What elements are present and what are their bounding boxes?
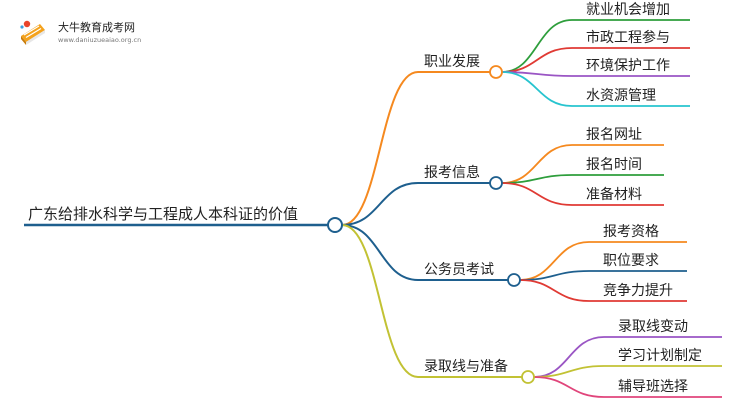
branch-4-child-1-label: 录取线变动 [618,319,688,335]
branch-4-child-1-connector [533,336,605,378]
watermark-title: 大牛教育成考网 [58,21,135,34]
watermark-url: www.daniuzueaiao.org.cn [58,36,142,44]
branch-2-node-toggle[interactable] [489,176,503,190]
root-label: 广东给排水科学与工程成人本科证的价值 [28,205,298,223]
branch-4-label: 录取线与准备 [424,358,508,375]
branch-1-child-3-label: 环境保护工作 [586,58,670,74]
branch-2-label: 报考信息 [424,164,480,181]
branch-3-node-toggle[interactable] [507,273,521,287]
branch-1-child-2-label: 市政工程参与 [586,29,670,46]
branch-3-child-1-connector [519,241,590,281]
branch-3-child-3-connector [519,279,590,302]
branch-2-child-3-label: 准备材料 [586,186,642,203]
branch-2-child-1-label: 报名网址 [586,127,642,143]
branch-3-child-1-label: 报考资格 [603,224,659,240]
book-logo-icon [20,20,45,45]
branch-2-child-2-label: 报名时间 [586,157,642,173]
branch-1-child-1-label: 就业机会增加 [586,2,670,18]
branch-2-child-1-connector [501,144,573,184]
branch-1-child-4-label: 水资源管理 [586,88,656,104]
branch-1-child-4-connector [501,71,573,107]
branch-2-child-2-connector [501,174,573,184]
root-node-toggle[interactable] [327,217,343,233]
branch-4-connector [341,224,419,378]
branch-1-connector [341,71,419,226]
branch-3-connector [341,224,419,281]
branch-4-child-3-connector [533,376,605,398]
branch-3-label: 公务员考试 [424,262,494,278]
mindmap-nodes: 广东给排水科学与工程成人本科证的价值 职业发展 就业机会增加市政工程参与环境保护工作… [28,2,702,395]
branch-2-connector [341,182,419,226]
branch-1-node-toggle[interactable] [489,65,503,79]
site-watermark: 大牛教育成考网 www.daniuzueaiao.org.cn [18,16,178,50]
branch-4-node-toggle[interactable] [521,370,535,384]
branch-1-child-1-connector [501,19,573,73]
branch-1-label: 职业发展 [424,54,480,70]
branch-3-child-2-label: 职位要求 [603,253,659,269]
branch-4-child-2-label: 学习计划制定 [618,348,702,364]
connector-lines [24,19,722,398]
branch-2-child-3-connector [501,182,573,206]
branch-1-child-2-connector [501,47,573,73]
branch-4-child-3-label: 辅导班选择 [618,379,688,395]
branch-3-child-3-label: 竞争力提升 [603,282,673,299]
